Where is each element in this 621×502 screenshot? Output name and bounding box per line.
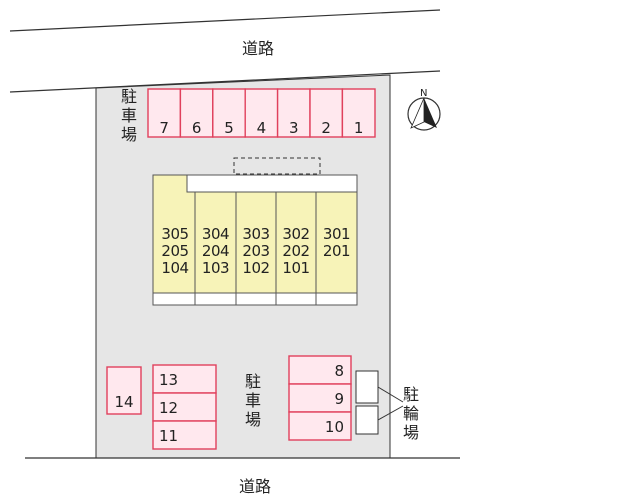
parking-slot-number: 14: [114, 393, 133, 411]
parking-slot-number: 12: [159, 399, 178, 417]
parking-slot-number: 6: [192, 119, 202, 137]
unit-number: 203: [242, 242, 269, 260]
unit-number: 202: [282, 242, 309, 260]
bicycle-parking-label-1: 駐: [403, 385, 419, 404]
bicycle-parking-label-2: 輪: [403, 404, 419, 423]
parking-bottom-right-column: 8 9 10: [288, 355, 352, 441]
parking-slot: [244, 88, 279, 138]
north-compass-icon: N: [407, 88, 441, 131]
compass-label: N: [420, 88, 427, 99]
parking-slot: [179, 88, 214, 138]
parking-bottom-label-3: 場: [245, 410, 261, 429]
parking-slot-number: 13: [159, 371, 178, 389]
parking-slot-number: 5: [224, 119, 234, 137]
parking-bottom-label-1: 駐: [245, 372, 261, 391]
bicycle-leader-line: [377, 405, 404, 421]
unit-number: 103: [202, 259, 229, 277]
unit-number: 102: [242, 259, 269, 277]
parking-slot: [147, 88, 182, 138]
parking-top-label-3: 場: [121, 125, 137, 144]
parking-slot: [212, 88, 246, 138]
parking-slot-number: 8: [334, 362, 344, 380]
top-road-lower-edge: [9, 70, 441, 93]
unit-number: 204: [202, 242, 229, 260]
bicycle-leader-line: [377, 386, 404, 403]
parking-top-row: 7 6 5 4 3 2 1: [147, 88, 376, 138]
parking-slot-number: 9: [334, 390, 344, 408]
unit-number: 201: [323, 242, 350, 260]
unit-number: 304: [202, 225, 229, 243]
top-road-label: 道路: [242, 39, 274, 58]
parking-slot-number: 11: [159, 427, 178, 445]
parking-slot: [288, 355, 352, 385]
unit-number: 302: [282, 225, 309, 243]
parking-top-label-2: 車: [121, 106, 137, 125]
bicycle-rack: [355, 370, 379, 404]
apartment-building: 305 205 104 304 204 103 303 203 102 302 …: [152, 157, 358, 306]
parking-slot-number: 4: [257, 119, 267, 137]
parking-slot-number: 10: [325, 418, 344, 436]
parking-slot-number: 3: [289, 119, 299, 137]
parking-slot: [152, 364, 217, 394]
unit-number: 205: [161, 242, 188, 260]
parking-slot: [288, 383, 352, 413]
parking-bottom-left-column: 13 12 11: [152, 364, 217, 450]
bicycle-parking-label-3: 場: [403, 423, 419, 442]
unit-number: 101: [282, 259, 309, 277]
parking-slot-number: 2: [321, 119, 331, 137]
unit-number: 305: [161, 225, 188, 243]
parking-top-label-1: 駐: [121, 87, 137, 106]
parking-slot: [276, 88, 311, 138]
building-corridor: [186, 174, 358, 193]
bicycle-rack: [355, 405, 379, 435]
bottom-road-label: 道路: [239, 477, 271, 496]
parking-slot: [152, 392, 217, 422]
unit-number: 303: [242, 225, 269, 243]
parking-slot: [288, 411, 352, 441]
unit-number: 104: [161, 259, 188, 277]
parking-slot: [341, 88, 376, 138]
top-road-upper-edge: [9, 9, 441, 32]
parking-slot-number: 7: [159, 119, 169, 137]
parking-slot: [152, 420, 217, 450]
unit-number: 301: [323, 225, 350, 243]
building-balcony: [152, 292, 358, 306]
parking-bottom-label-2: 車: [245, 391, 261, 410]
parking-slot-number: 1: [354, 119, 364, 137]
parking-slot: [106, 366, 142, 415]
building-entrance-outline: [233, 157, 321, 175]
